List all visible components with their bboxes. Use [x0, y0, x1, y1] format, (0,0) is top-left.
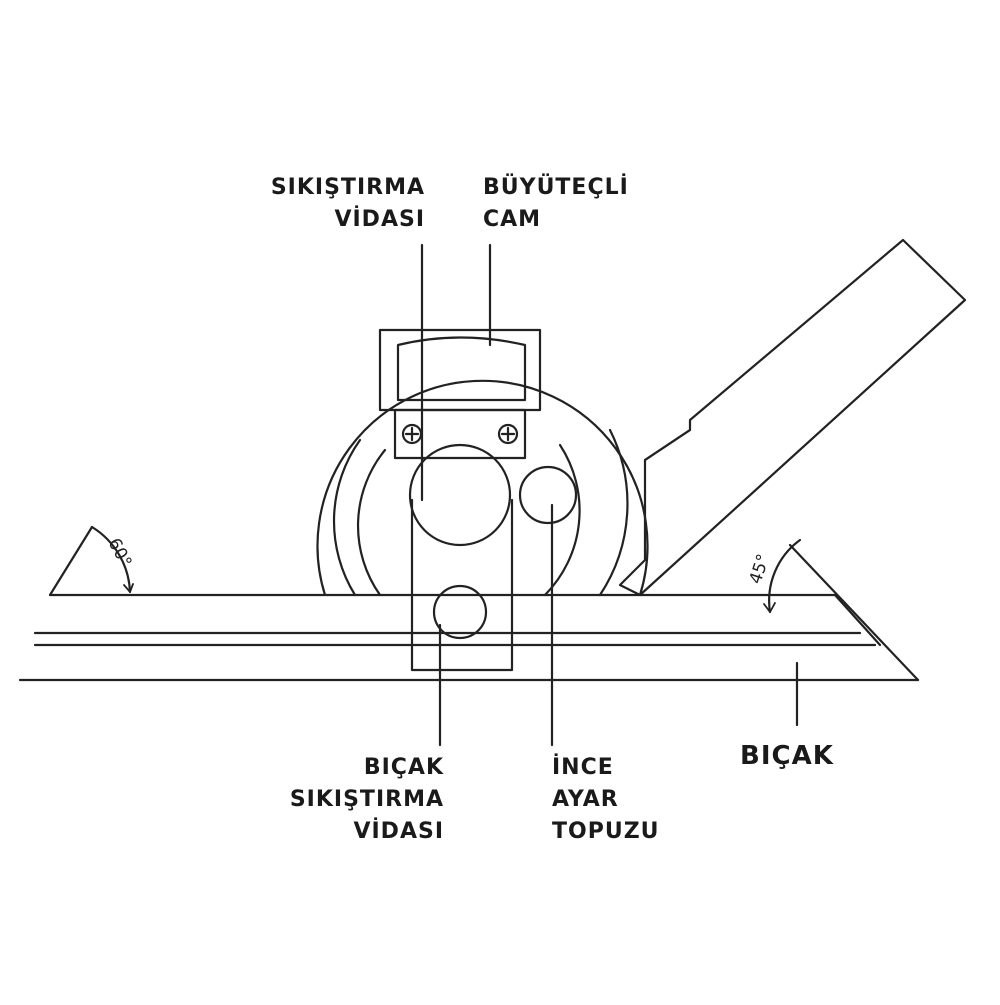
clamp-knob: [408, 443, 512, 547]
angled-arm-inner-edge: [643, 428, 692, 462]
blade-clamp-screw: [432, 584, 488, 640]
clamp-body: [410, 498, 514, 672]
fine-adjust-knob: [518, 465, 578, 525]
angled-arm: [618, 238, 967, 597]
magnifier-base: [393, 408, 527, 460]
label-buyutecli-cam: BÜYÜTEÇLİ CAM: [483, 175, 629, 232]
screw-right: [497, 423, 519, 445]
label-sikistirma-vidasi: SIKIŞTIRMA VİDASI: [270, 175, 425, 232]
dial-middle-arc: [332, 438, 362, 597]
blade-right-bevel-2: [833, 593, 882, 647]
dial-outer-arc: [316, 379, 649, 597]
blade-right-bevel: [788, 543, 920, 682]
dial-right-arc-2: [598, 428, 629, 597]
angle-45-label: 45°: [746, 552, 774, 587]
angle-45-arc: [768, 538, 802, 614]
dial-right-arc: [543, 443, 581, 597]
magnifier-lens: [396, 336, 527, 402]
blade-left-bevel: [48, 525, 94, 597]
magnifier-frame: [378, 328, 542, 412]
label-bicak: BIÇAK: [740, 741, 834, 771]
dial-inner-arc: [357, 448, 387, 597]
label-bicak-sikistirma-vidasi: BIÇAK SIKIŞTIRMA VİDASI: [289, 755, 444, 844]
label-ince-ayar-topuzu: İNCE AYAR TOPUZU: [552, 755, 660, 844]
angle-60-arc: [90, 525, 132, 594]
